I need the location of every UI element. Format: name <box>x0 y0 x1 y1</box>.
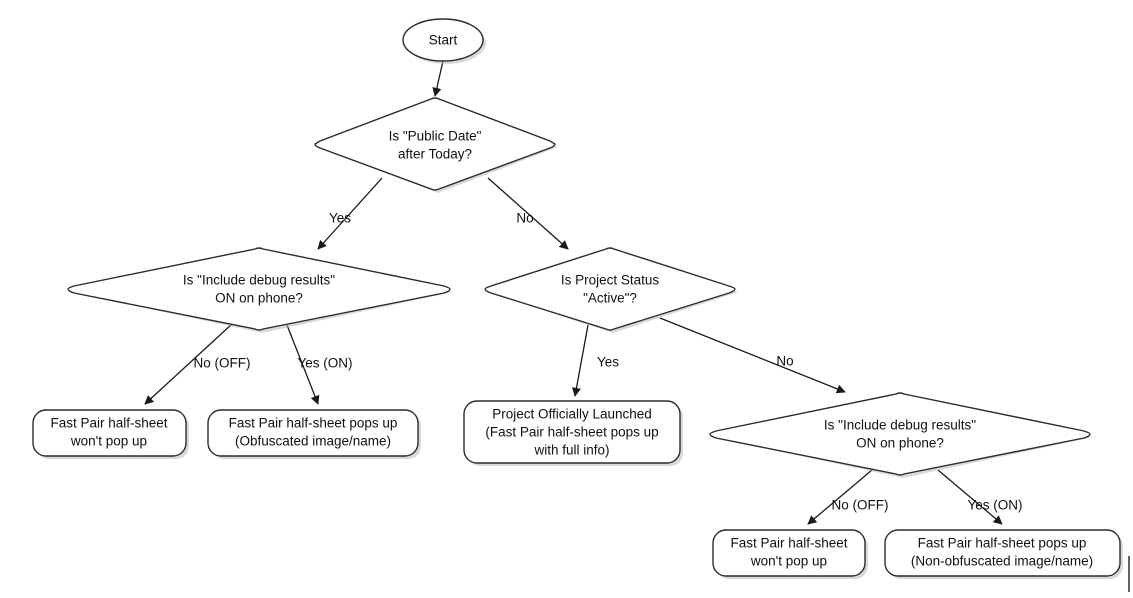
edge-debug-right-off <box>807 469 873 525</box>
node-project-status-line2: "Active"? <box>583 291 637 306</box>
node-debug-right-line1: Is "Include debug results" <box>824 418 976 433</box>
node-debug-right-line2: ON on phone? <box>856 436 944 451</box>
node-debug-left-line1: Is "Include debug results" <box>183 273 335 288</box>
node-out-right-on-line2: (Non-obfuscated image/name) <box>911 554 1093 569</box>
edge-labels-layer: Yes No No (OFF) Yes (ON) Yes No No (OFF)… <box>194 211 1023 513</box>
node-out-left-off-line2: won't pop up <box>70 434 147 449</box>
edge-public-date-yes <box>317 177 383 250</box>
edges-layer <box>144 60 1003 525</box>
node-out-left-off[interactable]: Fast Pair half-sheet won't pop up <box>32 409 189 459</box>
node-out-right-off-line2: won't pop up <box>750 554 827 569</box>
node-debug-right-decision[interactable]: Is "Include debug results" ON on phone? <box>709 392 1093 478</box>
node-project-launched-line3: with full info) <box>533 443 609 458</box>
edge-label-debug-right-off: No (OFF) <box>832 498 889 513</box>
edge-debug-right-on <box>937 469 1003 525</box>
node-out-left-on-line1: Fast Pair half-sheet pops up <box>229 416 398 431</box>
node-project-status-decision[interactable]: Is Project Status "Active"? <box>484 247 738 333</box>
edge-label-debug-left-on: Yes (ON) <box>297 356 352 371</box>
node-start-label: Start <box>429 33 458 48</box>
node-project-status-line1: Is Project Status <box>561 273 660 288</box>
node-public-date-line2: after Today? <box>398 147 472 162</box>
edge-start-to-public-date <box>432 60 444 97</box>
node-public-date-line1: Is "Public Date" <box>389 129 482 144</box>
edge-project-status-yes <box>571 324 589 397</box>
node-out-left-on[interactable]: Fast Pair half-sheet pops up (Obfuscated… <box>207 409 421 459</box>
edge-label-debug-left-off: No (OFF) <box>194 356 251 371</box>
edge-debug-left-on <box>286 324 320 405</box>
node-project-launched[interactable]: Project Officially Launched (Fast Pair h… <box>463 400 683 466</box>
node-out-left-off-line1: Fast Pair half-sheet <box>50 416 167 431</box>
edge-label-project-status-no: No <box>776 354 793 369</box>
node-out-right-on-line1: Fast Pair half-sheet pops up <box>918 536 1087 551</box>
node-project-launched-line1: Project Officially Launched <box>492 407 652 422</box>
edge-label-debug-right-on: Yes (ON) <box>967 498 1022 513</box>
edge-project-status-no <box>659 317 846 394</box>
node-project-launched-line2: (Fast Pair half-sheet pops up <box>485 425 658 440</box>
edge-label-project-status-yes: Yes <box>597 355 619 370</box>
node-out-right-on[interactable]: Fast Pair half-sheet pops up (Non-obfusc… <box>884 529 1123 579</box>
edge-public-date-no <box>487 177 569 250</box>
node-public-date-decision[interactable]: Is "Public Date" after Today? <box>314 97 558 193</box>
node-start[interactable]: Start <box>402 18 486 64</box>
edge-debug-left-off <box>144 323 233 405</box>
edge-label-public-date-no: No <box>516 211 533 226</box>
node-debug-left-line2: ON on phone? <box>215 291 303 306</box>
node-out-right-off-line1: Fast Pair half-sheet <box>730 536 847 551</box>
edge-label-public-date-yes: Yes <box>329 211 351 226</box>
node-out-left-on-line2: (Obfuscated image/name) <box>235 434 391 449</box>
node-debug-left-decision[interactable]: Is "Include debug results" ON on phone? <box>67 247 453 333</box>
node-out-right-off[interactable]: Fast Pair half-sheet won't pop up <box>712 529 868 579</box>
